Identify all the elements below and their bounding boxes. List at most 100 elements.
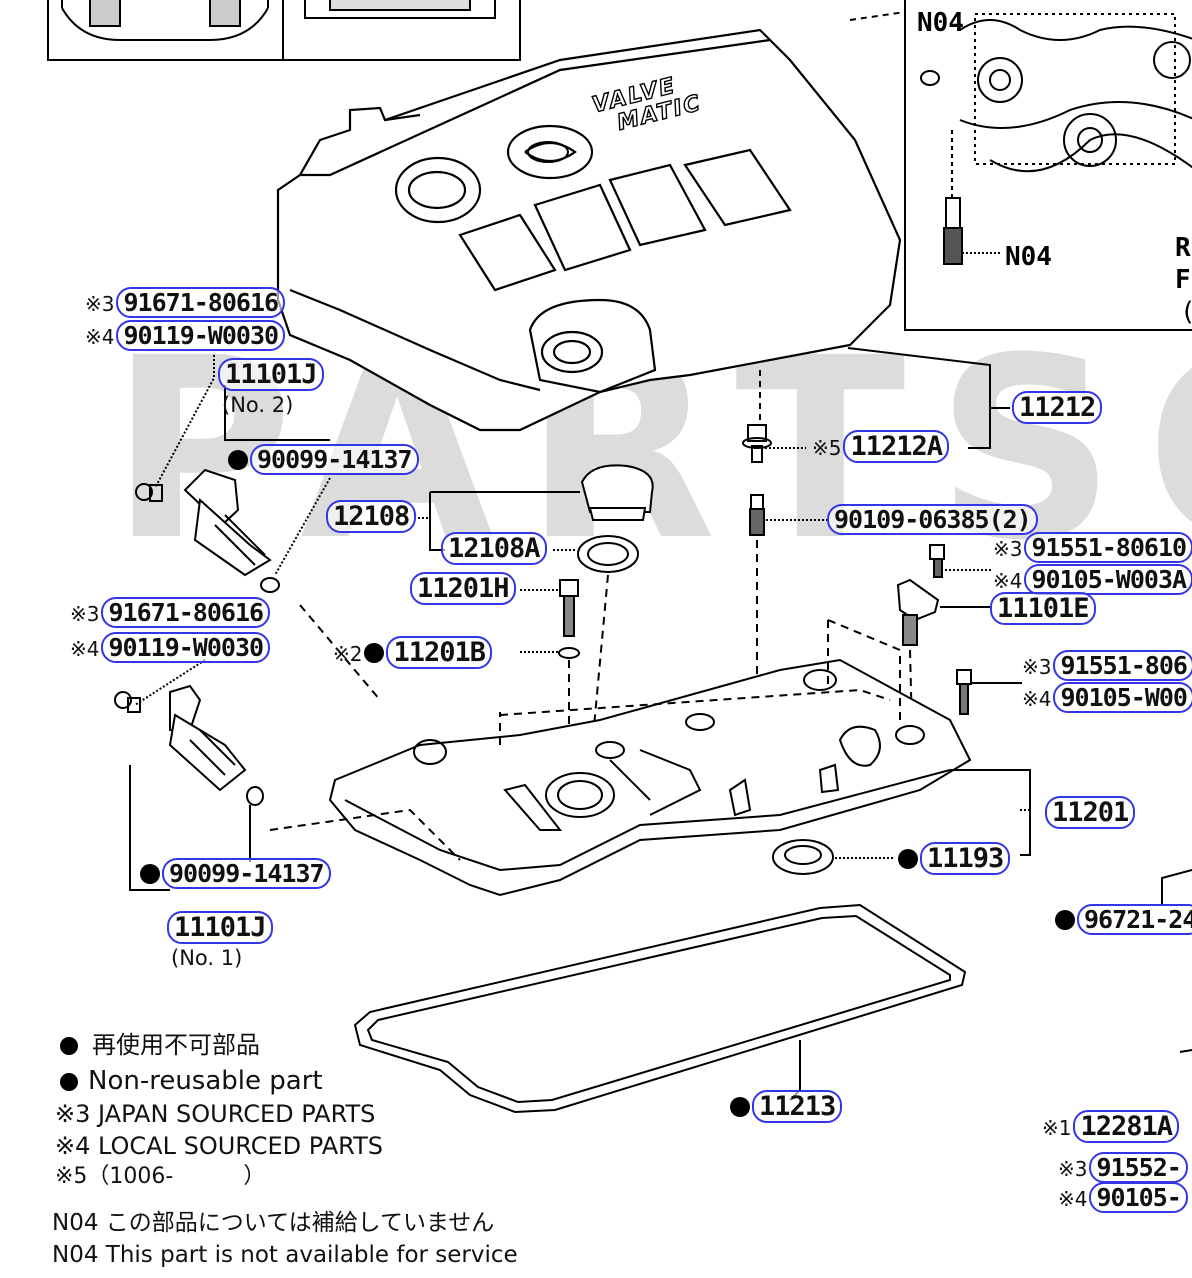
part-11101E[interactable]: 11101E <box>990 592 1096 625</box>
part-11201[interactable]: 11201 <box>1045 796 1136 829</box>
part-91551-80610[interactable]: 91551-80610 <box>1024 532 1192 563</box>
part-90105-W00[interactable]: 90105-W00 <box>1053 682 1192 713</box>
part-90099-14137-a[interactable]: 90099-14137 <box>250 444 419 475</box>
legend-n04-en: N04 This part is not available for servi… <box>52 1242 518 1268</box>
part-90119-W0030-b[interactable]: 90119-W0030 <box>101 632 271 663</box>
non-reusable-dot <box>364 643 385 663</box>
note-2-marker: ※2 <box>333 642 363 666</box>
legend-note-5-end: ） <box>243 1164 266 1189</box>
part-90099-14137-b[interactable]: 90099-14137 <box>162 858 331 889</box>
label-11101J-no2: 11101J <box>218 358 324 391</box>
inset-n04-bolt: N04 <box>1005 242 1052 272</box>
label-90109: 90109-06385(2) <box>827 504 1038 535</box>
note-3-marker: ※3 <box>1058 1157 1088 1181</box>
note-5-marker: ※5 <box>812 436 842 460</box>
note-3-marker: ※3 <box>70 602 100 626</box>
inset-f: F <box>1175 265 1191 295</box>
part-91551-806[interactable]: 91551-806 <box>1053 650 1192 681</box>
label-90099-a: 90099-14137 <box>228 444 419 475</box>
part-91671-80616-a[interactable]: 91671-80616 <box>116 287 286 318</box>
non-reusable-dot <box>140 864 160 884</box>
non-reusable-dot <box>730 1097 750 1117</box>
legend-note-5: ※5（1006- ） <box>55 1166 265 1188</box>
part-11212[interactable]: 11212 <box>1012 391 1103 424</box>
spark-plug-tube-gasket <box>772 839 895 875</box>
label-12108A: 12108A <box>441 532 547 565</box>
part-90109-06385[interactable]: 90109-06385(2) <box>827 504 1038 535</box>
legend-n04-jp: N04 この部品については補給していません <box>52 1210 495 1236</box>
label-11193: 11193 <box>898 842 1011 875</box>
non-reusable-dot <box>1055 910 1075 930</box>
note-4-marker: ※4 <box>1022 687 1052 711</box>
legend-jp-text: 再使用不可部品 <box>92 1031 260 1059</box>
inset-n04-top: N04 <box>917 8 964 38</box>
part-91552[interactable]: 91552- <box>1089 1152 1188 1183</box>
note-4-marker: ※4 <box>70 637 100 661</box>
part-91671-80616-b[interactable]: 91671-80616 <box>101 597 271 628</box>
oil-control-valve-2 <box>135 355 331 593</box>
legend-note-3: ※3 JAPAN SOURCED PARTS <box>55 1100 376 1128</box>
label-11201B: ※2 11201B <box>333 636 493 669</box>
label-96721: 96721-24 <box>1055 904 1192 935</box>
engine-cover <box>276 28 902 432</box>
note-1-marker: ※1 <box>1042 1116 1072 1140</box>
label-12108: 12108 <box>326 500 417 533</box>
part-11101J-no1[interactable]: 11101J <box>167 911 273 944</box>
non-reusable-dot <box>228 450 248 470</box>
note-4-marker: ※4 <box>993 569 1023 593</box>
note-3-marker: ※3 <box>85 292 115 316</box>
non-reusable-dot <box>898 849 918 869</box>
legend-nonreusable-jp: 再使用不可部品 <box>60 1033 260 1057</box>
legend-note-5-start: ※5（1006- <box>55 1164 174 1189</box>
part-90119-W0030-a[interactable]: 90119-W0030 <box>116 320 286 351</box>
part-90105-W003A[interactable]: 90105-W003A <box>1024 564 1192 595</box>
label-90099-b: 90099-14137 <box>140 858 331 889</box>
label-11101J-no1: 11101J <box>167 911 273 944</box>
grommet-bolt-parts <box>742 424 772 536</box>
cover-bolt <box>520 579 580 760</box>
part-11101J-no2[interactable]: 11101J <box>218 358 324 391</box>
toyota-logo <box>527 141 569 163</box>
label-no1-sub: (No. 1) <box>171 946 243 970</box>
oil-control-valve-1 <box>114 604 381 891</box>
legend-dot <box>60 1037 78 1055</box>
part-11193[interactable]: 11193 <box>920 842 1011 875</box>
note-3-marker: ※3 <box>1022 655 1052 679</box>
part-96721-24[interactable]: 96721-24 <box>1077 904 1192 935</box>
label-11101E: 11101E <box>990 592 1096 625</box>
label-11213: 11213 <box>730 1090 843 1123</box>
part-90105[interactable]: 90105- <box>1089 1182 1188 1213</box>
inset-r: R <box>1175 233 1191 263</box>
legend-note-4: ※4 LOCAL SOURCED PARTS <box>55 1132 383 1160</box>
part-12108A[interactable]: 12108A <box>441 532 547 565</box>
part-11201H[interactable]: 11201H <box>410 572 516 605</box>
note-3-marker: ※3 <box>993 537 1023 561</box>
part-12108[interactable]: 12108 <box>326 500 417 533</box>
legend-en-text: Non-reusable part <box>88 1066 323 1096</box>
legend-nonreusable-en: Non-reusable part <box>60 1068 323 1094</box>
part-11201B[interactable]: 11201B <box>386 636 493 669</box>
head-cover-gasket <box>353 903 967 1114</box>
legend-dot <box>60 1073 78 1091</box>
note-4-marker: ※4 <box>85 325 115 349</box>
part-11212A[interactable]: 11212A <box>843 430 950 463</box>
label-11212: 11212 <box>1012 391 1103 424</box>
part-12281A[interactable]: 12281A <box>1073 1110 1180 1143</box>
label-11201: 11201 <box>1045 796 1136 829</box>
detail-box <box>47 0 521 61</box>
inset-frame <box>849 0 1192 331</box>
part-11213[interactable]: 11213 <box>752 1090 843 1123</box>
inset-paren: ( <box>1180 297 1192 327</box>
cam-position-sensor <box>896 544 1022 731</box>
